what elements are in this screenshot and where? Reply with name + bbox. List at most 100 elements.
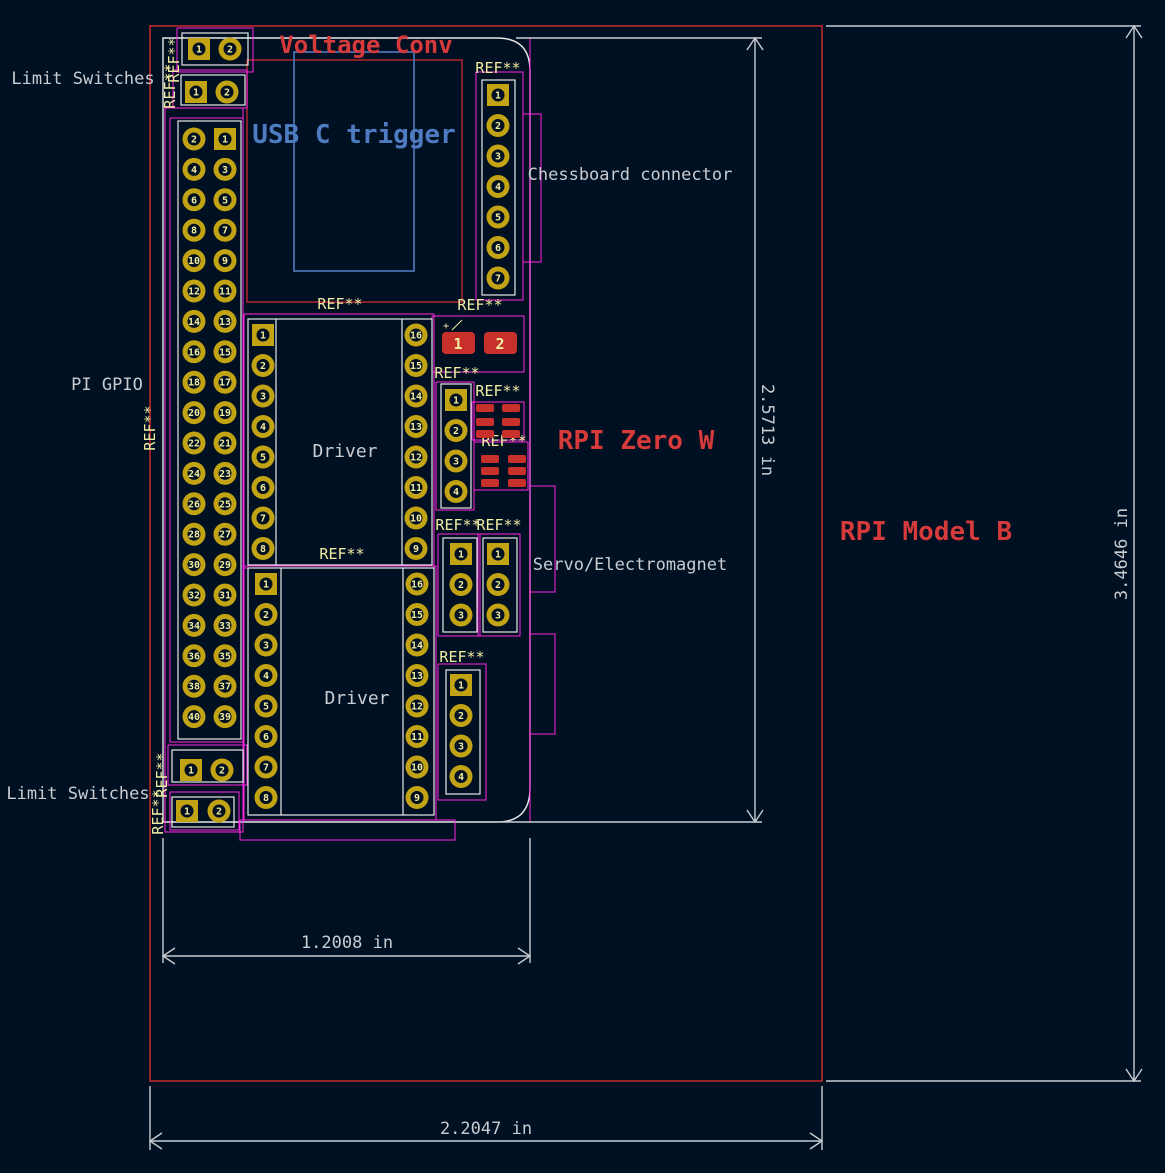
gpio-pin-39[interactable]: 39 (213, 705, 237, 729)
gpio-pin-40[interactable]: 40 (182, 705, 206, 729)
limit-switch-2-pin-1[interactable]: 1 (185, 81, 207, 103)
gpio-pin-17[interactable]: 17 (213, 370, 237, 394)
gpio-pin-21[interactable]: 21 (213, 431, 237, 455)
driver-top-pin-4[interactable]: 4 (251, 415, 275, 438)
driver-top-pin-7[interactable]: 7 (251, 506, 275, 530)
servo-pin-2[interactable]: 2 (449, 573, 473, 596)
smd-pad-2[interactable] (484, 332, 517, 354)
limit-switch-1-pin-2[interactable]: 2 (218, 37, 242, 61)
gpio-pin-35[interactable]: 35 (213, 644, 237, 668)
electromagnet-pin-2[interactable]: 2 (486, 573, 510, 596)
limit-switch-3-pin-1[interactable]: 1 (180, 759, 202, 781)
gpio-pin-20[interactable]: 20 (182, 401, 206, 425)
driver-bottom-pin-1[interactable]: 1 (255, 573, 277, 595)
gpio-pin-2[interactable]: 2 (182, 127, 206, 151)
header-a-pin-2[interactable]: 2 (444, 419, 468, 442)
gpio-pin-11[interactable]: 11 (213, 279, 237, 303)
gpio-pin-37[interactable]: 37 (213, 674, 237, 698)
driver-bottom-pin-8[interactable]: 8 (254, 786, 278, 809)
driver-top-pin-14[interactable]: 14 (404, 384, 428, 408)
driver-bottom-pin-2[interactable]: 2 (254, 603, 278, 626)
driver-bottom-pin-3[interactable]: 3 (254, 633, 278, 657)
gpio-pin-30[interactable]: 30 (182, 553, 206, 577)
driver-top-pin-9[interactable]: 9 (404, 537, 428, 560)
limit-switch-3-pin-2[interactable]: 2 (210, 758, 234, 782)
smd-pad-1[interactable] (442, 332, 475, 354)
driver-bottom-pin-5[interactable]: 5 (254, 694, 278, 718)
header-a-pin-1[interactable]: 1 (445, 389, 467, 411)
driver-bottom-pin-7[interactable]: 7 (254, 755, 278, 779)
gpio-pin-31[interactable]: 31 (213, 583, 237, 607)
gpio-pin-29[interactable]: 29 (213, 553, 237, 577)
driver-top-pin-11[interactable]: 11 (404, 476, 428, 499)
servo-pin-1[interactable]: 1 (450, 543, 472, 565)
gpio-pin-14[interactable]: 14 (182, 309, 206, 333)
driver-bottom-pin-9[interactable]: 9 (405, 786, 429, 809)
driver-top-pin-2[interactable]: 2 (251, 354, 275, 377)
gpio-pin-18[interactable]: 18 (182, 370, 206, 394)
gpio-pin-22[interactable]: 22 (182, 431, 206, 455)
gpio-pin-8[interactable]: 8 (182, 218, 206, 242)
gpio-pin-16[interactable]: 16 (182, 340, 206, 364)
chessboard-pin-1[interactable]: 1 (487, 84, 509, 106)
gpio-pin-23[interactable]: 23 (213, 461, 237, 485)
gpio-pin-25[interactable]: 25 (213, 492, 237, 516)
driver-bottom-pin-14[interactable]: 14 (405, 633, 429, 657)
header-b-pin-3[interactable]: 3 (449, 734, 473, 758)
driver-top-pin-12[interactable]: 12 (404, 445, 428, 469)
gpio-pin-32[interactable]: 32 (182, 583, 206, 607)
gpio-pin-13[interactable]: 13 (213, 309, 237, 333)
driver-bottom-pin-15[interactable]: 15 (405, 603, 429, 626)
gpio-pin-26[interactable]: 26 (182, 492, 206, 516)
chessboard-pin-4[interactable]: 4 (486, 175, 510, 198)
driver-top-pin-5[interactable]: 5 (251, 445, 275, 469)
gpio-pin-15[interactable]: 15 (213, 340, 237, 364)
header-a-pin-4[interactable]: 4 (444, 480, 468, 503)
header-b-pin-1[interactable]: 1 (450, 674, 472, 696)
gpio-pin-5[interactable]: 5 (213, 188, 237, 212)
limit-switch-2-pin-2[interactable]: 2 (215, 80, 239, 104)
gpio-pin-1[interactable]: 1 (214, 128, 236, 150)
gpio-pin-6[interactable]: 6 (182, 188, 206, 212)
limit-switch-1-pin-1[interactable]: 1 (188, 38, 210, 60)
gpio-pin-3[interactable]: 3 (213, 157, 237, 181)
gpio-pin-19[interactable]: 19 (213, 401, 237, 425)
gpio-pin-36[interactable]: 36 (182, 644, 206, 668)
driver-top-pin-13[interactable]: 13 (404, 415, 428, 438)
gpio-pin-24[interactable]: 24 (182, 461, 206, 485)
gpio-pin-4[interactable]: 4 (182, 157, 206, 181)
gpio-pin-7[interactable]: 7 (213, 218, 237, 242)
driver-bottom-pin-10[interactable]: 10 (405, 755, 429, 779)
servo-pin-3[interactable]: 3 (449, 603, 473, 627)
chessboard-pin-3[interactable]: 3 (486, 144, 510, 168)
electromagnet-pin-3[interactable]: 3 (486, 603, 510, 627)
gpio-pin-38[interactable]: 38 (182, 674, 206, 698)
gpio-pin-10[interactable]: 10 (182, 249, 206, 273)
driver-top-pin-8[interactable]: 8 (251, 537, 275, 560)
driver-top-pin-15[interactable]: 15 (404, 354, 428, 377)
chessboard-pin-5[interactable]: 5 (486, 205, 510, 229)
gpio-pin-33[interactable]: 33 (213, 613, 237, 637)
driver-top-pin-6[interactable]: 6 (251, 476, 275, 499)
driver-top-pin-3[interactable]: 3 (251, 384, 275, 408)
gpio-pin-34[interactable]: 34 (182, 613, 206, 637)
chessboard-pin-2[interactable]: 2 (486, 114, 510, 137)
gpio-pin-9[interactable]: 9 (213, 249, 237, 273)
limit-switch-4-pin-1[interactable]: 1 (176, 800, 198, 822)
chessboard-pin-6[interactable]: 6 (486, 236, 510, 259)
driver-bottom-pin-11[interactable]: 11 (405, 725, 429, 748)
header-b-pin-4[interactable]: 4 (449, 765, 473, 788)
header-b-pin-2[interactable]: 2 (449, 704, 473, 727)
gpio-pin-27[interactable]: 27 (213, 522, 237, 546)
electromagnet-pin-1[interactable]: 1 (487, 543, 509, 565)
driver-top-pin-1[interactable]: 1 (252, 324, 274, 346)
driver-bottom-pin-12[interactable]: 12 (405, 694, 429, 718)
limit-switch-4-pin-2[interactable]: 2 (207, 799, 231, 823)
driver-top-pin-10[interactable]: 10 (404, 506, 428, 530)
driver-bottom-pin-16[interactable]: 16 (405, 572, 429, 596)
driver-bottom-pin-6[interactable]: 6 (254, 725, 278, 748)
driver-bottom-pin-13[interactable]: 13 (405, 664, 429, 687)
driver-top-pin-16[interactable]: 16 (404, 323, 428, 347)
driver-bottom-pin-4[interactable]: 4 (254, 664, 278, 687)
header-a-pin-3[interactable]: 3 (444, 449, 468, 473)
